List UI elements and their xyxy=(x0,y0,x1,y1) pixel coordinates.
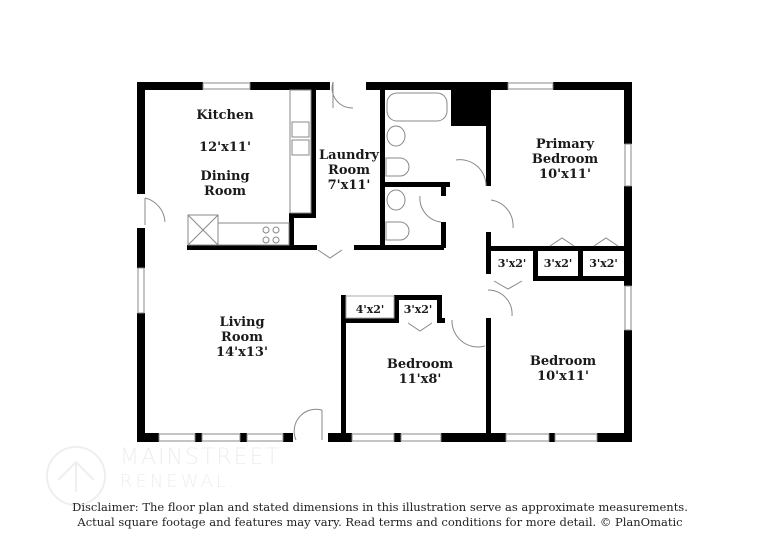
kitchen-label: Kitchen xyxy=(196,108,254,123)
disclaimer-line1: Disclaimer: The floor plan and stated di… xyxy=(72,500,688,514)
kitchen-dims: 12'x11' xyxy=(199,140,251,155)
logo-line1: MAINSTREET xyxy=(120,445,281,470)
disclaimer: Disclaimer: The floor plan and stated di… xyxy=(0,500,760,530)
disclaimer-line2: Actual square footage and features may v… xyxy=(77,515,683,529)
logo-line2: RENEWAL. xyxy=(120,471,238,492)
laundry-room-label: Laundry Room 7'x11' xyxy=(319,148,379,193)
mainstreet-renewal-logo: MAINSTREET RENEWAL. xyxy=(44,445,294,506)
bedroom-closet-b-label: 3'x2' xyxy=(403,303,433,316)
primary-bedroom-label: Primary Bedroom 10'x11' xyxy=(531,137,599,182)
bedroom-2-label: Bedroom 11'x8' xyxy=(386,357,454,387)
logo-icon xyxy=(46,446,106,506)
bedroom-closet-a-label: 4'x2' xyxy=(355,303,385,316)
fixtures xyxy=(137,81,632,442)
hall-closet-label: 3'x2' xyxy=(497,257,527,270)
bedroom-3-label: Bedroom 10'x11' xyxy=(529,354,597,384)
living-room-label: Living Room 14'x13' xyxy=(216,315,268,360)
primary-closet-1-label: 3'x2' xyxy=(543,257,573,270)
walls xyxy=(137,82,632,442)
primary-closet-2-label: 3'x2' xyxy=(589,257,618,270)
